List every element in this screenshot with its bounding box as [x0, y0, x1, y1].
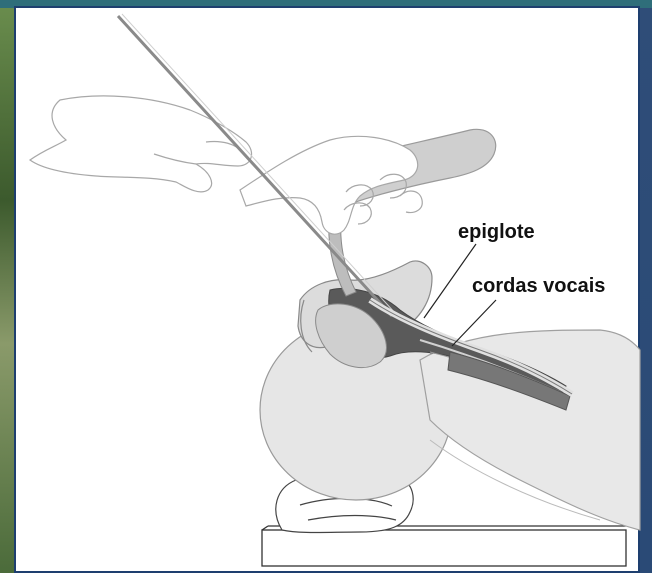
- cordas-vocais-label: cordas vocais: [472, 276, 605, 296]
- epiglote-label: epiglote: [458, 222, 535, 242]
- left-hand: [30, 96, 252, 192]
